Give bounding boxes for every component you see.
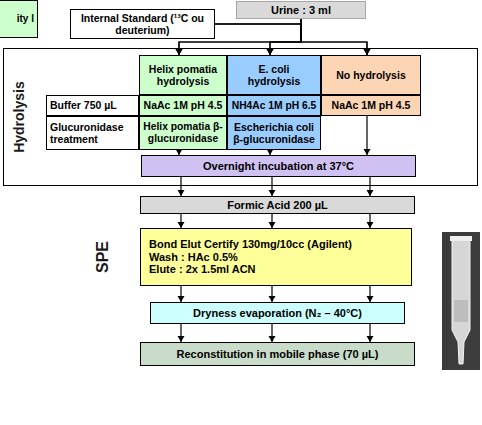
node-text: Helix pomatia β-glucuronidase xyxy=(143,121,223,145)
flow-arrow xyxy=(367,324,374,342)
cartridge-body xyxy=(452,238,470,364)
flow-arrow xyxy=(269,214,276,228)
node-text: Wash : HAc 0.5% xyxy=(149,251,238,264)
table-cell: NH4Ac 1M pH 6.5 xyxy=(227,95,321,116)
node-text: Urine : 3 ml xyxy=(271,4,331,17)
table-cell: Helix pomatia β-glucuronidase xyxy=(139,116,227,150)
cropped-box: ity l xyxy=(0,0,38,38)
row-header: Glucuronidase treatment xyxy=(46,116,139,150)
flow-arrow xyxy=(215,24,371,55)
node-text: Dryness evaporation (N₂ – 40°C) xyxy=(193,307,362,320)
photo-ground xyxy=(442,232,480,370)
cartridge-rim xyxy=(450,236,472,241)
node-text: E. coli hydrolysis xyxy=(231,63,317,87)
sample-box: Urine : 3 ml xyxy=(236,1,366,19)
column-header: Helix pomatia hydrolysis xyxy=(139,55,227,95)
node-text: Formic Acid 200 µL xyxy=(227,199,328,212)
section-label: SPE xyxy=(94,202,112,312)
node-text: NaAc 1M pH 4.5 xyxy=(332,99,411,111)
node-text: Overnight incubation at 37°C xyxy=(203,160,354,173)
node-text: Internal Standard (¹³C ou deuterium) xyxy=(74,12,211,36)
standard-box: Internal Standard (¹³C ou deuterium) xyxy=(70,9,215,39)
node-text: Glucuronidase treatment xyxy=(50,121,135,145)
arrow-line xyxy=(215,24,301,55)
flow-arrow xyxy=(178,286,185,302)
flow-arrow xyxy=(367,177,374,196)
flow-arrow xyxy=(364,116,371,155)
flow-arrow xyxy=(178,214,185,228)
column-header: E. coli hydrolysis xyxy=(227,55,321,95)
process-box: Overnight incubation at 37°C xyxy=(141,155,416,177)
section-label: Hydrolysis xyxy=(11,62,27,172)
node-text: Buffer 750 µL xyxy=(50,99,117,111)
node-text: Elute : 2x 1.5ml ACN xyxy=(149,263,256,276)
process-box: Reconstitution in mobile phase (70 µL) xyxy=(140,342,415,366)
table-cell: NaAc 1M pH 4.5 xyxy=(139,95,227,116)
node-text: NH4Ac 1M pH 6.5 xyxy=(232,100,317,112)
arrow-line xyxy=(301,19,367,55)
node-text: Escherichia coli β-glucuronidase xyxy=(231,121,317,145)
flow-arrow xyxy=(269,177,276,196)
process-box: Formic Acid 200 µL xyxy=(140,196,415,214)
node-text: Helix pomatia hydrolysis xyxy=(143,63,223,87)
flow-arrow xyxy=(215,24,301,55)
flow-arrow xyxy=(269,324,276,342)
flow-arrow xyxy=(178,177,185,196)
flow-arrow xyxy=(178,324,185,342)
flow-arrow xyxy=(367,214,374,228)
process-box: Bond Elut Certify 130mg/10cc (Agilent)Wa… xyxy=(140,228,412,286)
column-header: No hydrolysis xyxy=(321,55,421,95)
node-text: Reconstitution in mobile phase (70 µL) xyxy=(177,348,379,361)
arrow-line xyxy=(215,24,367,55)
node-text: ity l xyxy=(16,13,34,25)
cartridge-sorbent xyxy=(454,300,468,322)
hydrolysis-region: Hydrolysis Helix pomatia hydrolysis E. col… xyxy=(3,48,478,186)
flow-arrow xyxy=(269,286,276,302)
node-text: Bond Elut Certify 130mg/10cc (Agilent) xyxy=(149,238,352,251)
flow-arrow xyxy=(301,19,371,55)
node-text: No hydrolysis xyxy=(336,69,405,81)
flow-arrow xyxy=(367,286,374,302)
row-header: Buffer 750 µL xyxy=(46,95,139,116)
process-box: Dryness evaporation (N₂ – 40°C) xyxy=(150,302,405,324)
node-text: NaAc 1M pH 4.5 xyxy=(144,99,223,111)
table-cell: Escherichia coli β-glucuronidase xyxy=(227,116,321,150)
table-cell: NaAc 1M pH 4.5 xyxy=(321,95,421,116)
